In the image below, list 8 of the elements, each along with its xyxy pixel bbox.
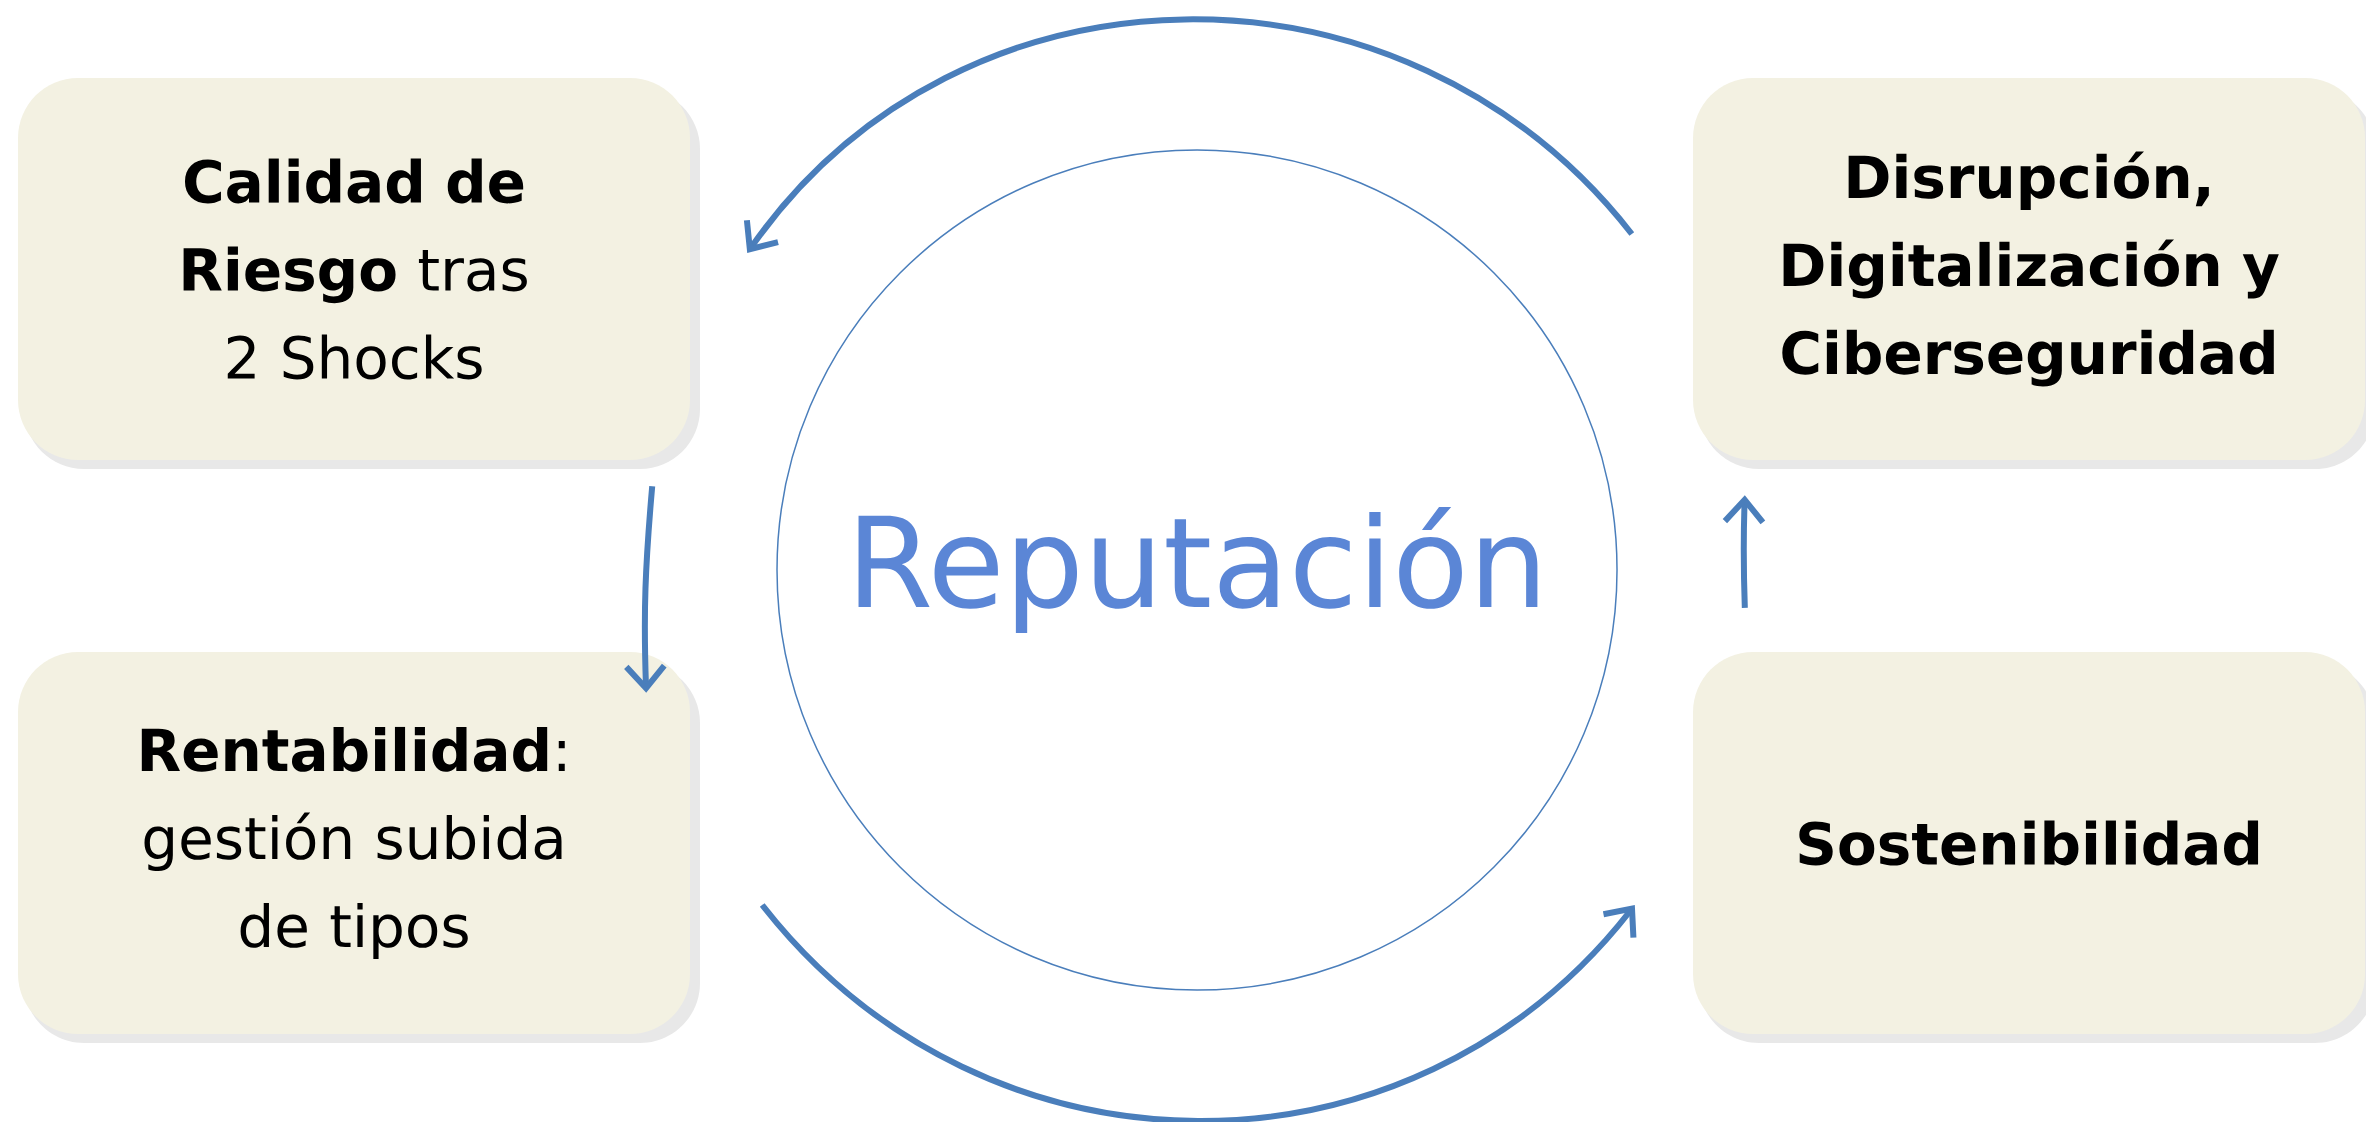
arrow xyxy=(1722,495,1766,608)
arrow xyxy=(743,16,1635,253)
arrow xyxy=(760,902,1637,1122)
text-box: Calidad de Riesgo tras 2 Shocks xyxy=(18,78,700,469)
arrow xyxy=(624,485,667,693)
text-box: Disrupción, Digitalización y Ciberseguridad xyxy=(1693,78,2366,469)
text-box: Rentabilidad: gestión subida de tipos xyxy=(18,652,700,1043)
text-box: Sostenibilidad xyxy=(1693,652,2366,1043)
